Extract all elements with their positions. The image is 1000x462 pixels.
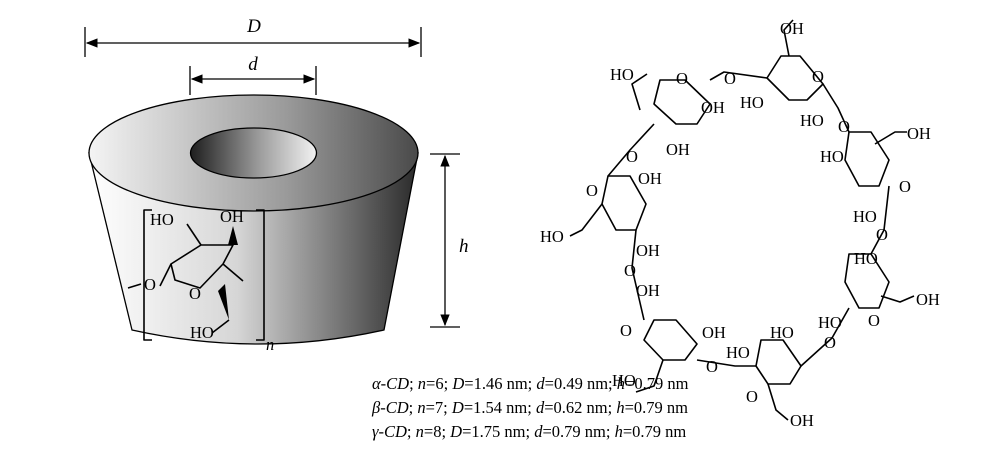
link-O-7: O (626, 147, 638, 166)
ring-OH-3: OH (780, 19, 804, 38)
ring-OH-8: OH (636, 281, 660, 300)
OH-label: OH (220, 207, 244, 226)
dimension-d: d (189, 54, 317, 95)
link-O-3: O (876, 225, 888, 244)
ring-O-5: O (746, 387, 758, 406)
glycosidic-O-label: O (144, 275, 156, 294)
truncated-cone (88, 94, 419, 345)
ring-HO-3: HO (800, 111, 824, 130)
cavity (189, 127, 318, 179)
ring-OH-6: OH (702, 323, 726, 342)
link-O-2: O (838, 117, 850, 136)
ring-HO-6: HO (854, 249, 878, 268)
dimension-D: D (84, 16, 422, 57)
link-O-5: O (706, 357, 718, 376)
ring-HO-7: HO (818, 313, 842, 332)
ring-OH-5: OH (916, 290, 940, 309)
n-subscript: n (266, 335, 274, 354)
ring-OH-4: OH (907, 124, 931, 143)
D-label: D (246, 16, 261, 37)
ring-O-1: O (676, 69, 688, 88)
ring-HO-9: HO (726, 343, 750, 362)
ring-OH-9: OH (636, 241, 660, 260)
ring-HO-4: HO (820, 147, 844, 166)
ring-OH-7: OH (790, 411, 814, 430)
ring-OH-10: OH (638, 169, 662, 188)
ring-O-label: O (189, 284, 201, 303)
ring-HO-11: HO (540, 227, 564, 246)
ring-O-7: O (586, 181, 598, 200)
caption-row-alpha: α-CD; n=6; D=1.46 nm; d=0.49 nm; h=0.79 … (372, 374, 689, 393)
cyclodextrin-structure: HO O OH OH O OH O HO HO O OH HO O HO O H… (540, 19, 940, 430)
ring-OH-1: OH (701, 98, 725, 117)
ring-O-3: O (899, 177, 911, 196)
ring-HO-5: HO (853, 207, 877, 226)
CH2OH-label: HO (190, 323, 214, 342)
dimension-h: h (430, 153, 469, 328)
HO-label: HO (150, 210, 174, 229)
caption-row-gamma: γ-CD; n=8; D=1.75 nm; d=0.79 nm; h=0.79 … (372, 422, 687, 441)
link-O-6: O (624, 261, 636, 280)
ring-O-2: O (812, 67, 824, 86)
ring-HO-8: HO (770, 323, 794, 342)
caption-row-beta: β-CD; n=7; D=1.54 nm; d=0.62 nm; h=0.79 … (372, 398, 688, 417)
link-O-4: O (824, 333, 836, 352)
ring-O-4: O (868, 311, 880, 330)
link-O-1: O (724, 69, 736, 88)
ring-OH-2: OH (666, 140, 690, 159)
glucose-unit: HO OH O O HO n (127, 207, 274, 354)
d-label: d (248, 54, 258, 75)
ring-HO-1: HO (610, 65, 634, 84)
h-label: h (459, 236, 469, 257)
ring-HO-2: HO (740, 93, 764, 112)
ring-HO-10: HO (612, 371, 636, 390)
ring-O-6: O (620, 321, 632, 340)
